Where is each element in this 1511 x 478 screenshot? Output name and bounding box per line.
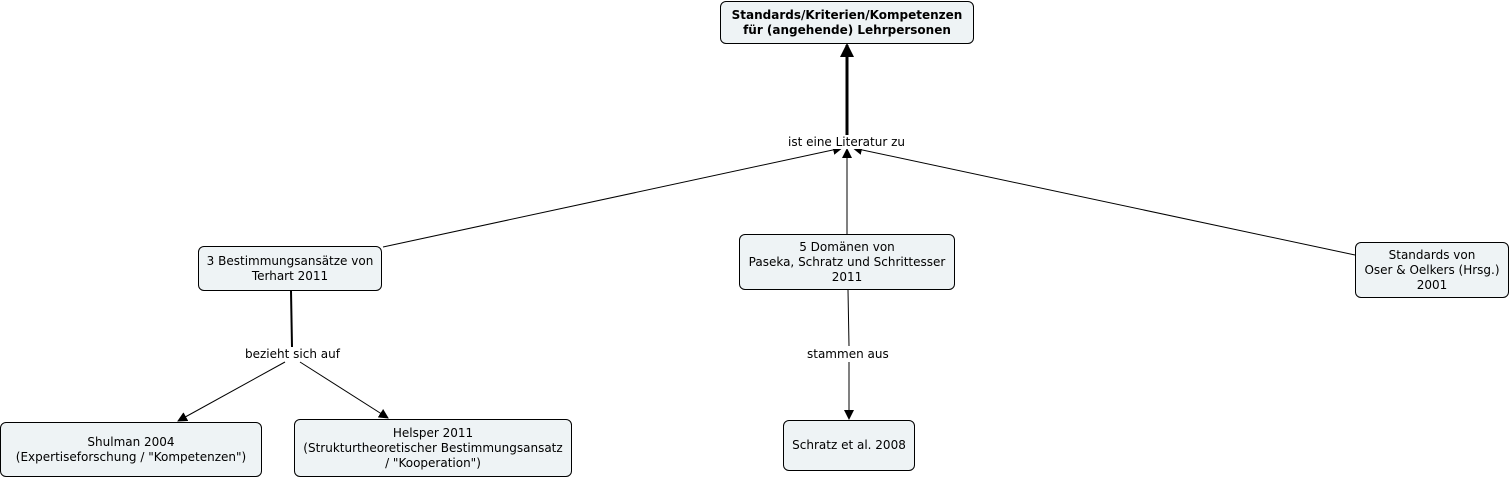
link-label-stammen: stammen aus (805, 347, 891, 361)
link-label-literatur: ist eine Literatur zu (786, 135, 907, 149)
helsper-node[interactable]: Helsper 2011 (Strukturtheoretischer Best… (294, 419, 572, 477)
edge-bezieht-to-helsper (299, 361, 389, 419)
shulman-node[interactable]: Shulman 2004 (Expertiseforschung / "Komp… (0, 422, 262, 477)
edge-paseka-to-stammen (847, 289, 850, 347)
edge-bezieht-to-shulman (177, 361, 286, 422)
edge-terhart-to-literatur (382, 145, 843, 248)
link-label-bezieht: bezieht sich auf (243, 347, 342, 361)
oser-node[interactable]: Standards von Oser & Oelkers (Hrsg.) 200… (1355, 242, 1509, 298)
terhart-node[interactable]: 3 Bestimmungsansätze von Terhart 2011 (198, 246, 382, 291)
edge-oser-to-literatur (852, 144, 1356, 256)
root-concept-node[interactable]: Standards/Kriterien/Kompetenzen für (ang… (720, 1, 974, 44)
edge-terhart-to-bezieht (290, 290, 293, 348)
paseka-node[interactable]: 5 Domänen von Paseka, Schratz und Schrit… (739, 234, 955, 290)
schratz-node[interactable]: Schratz et al. 2008 (783, 420, 915, 471)
